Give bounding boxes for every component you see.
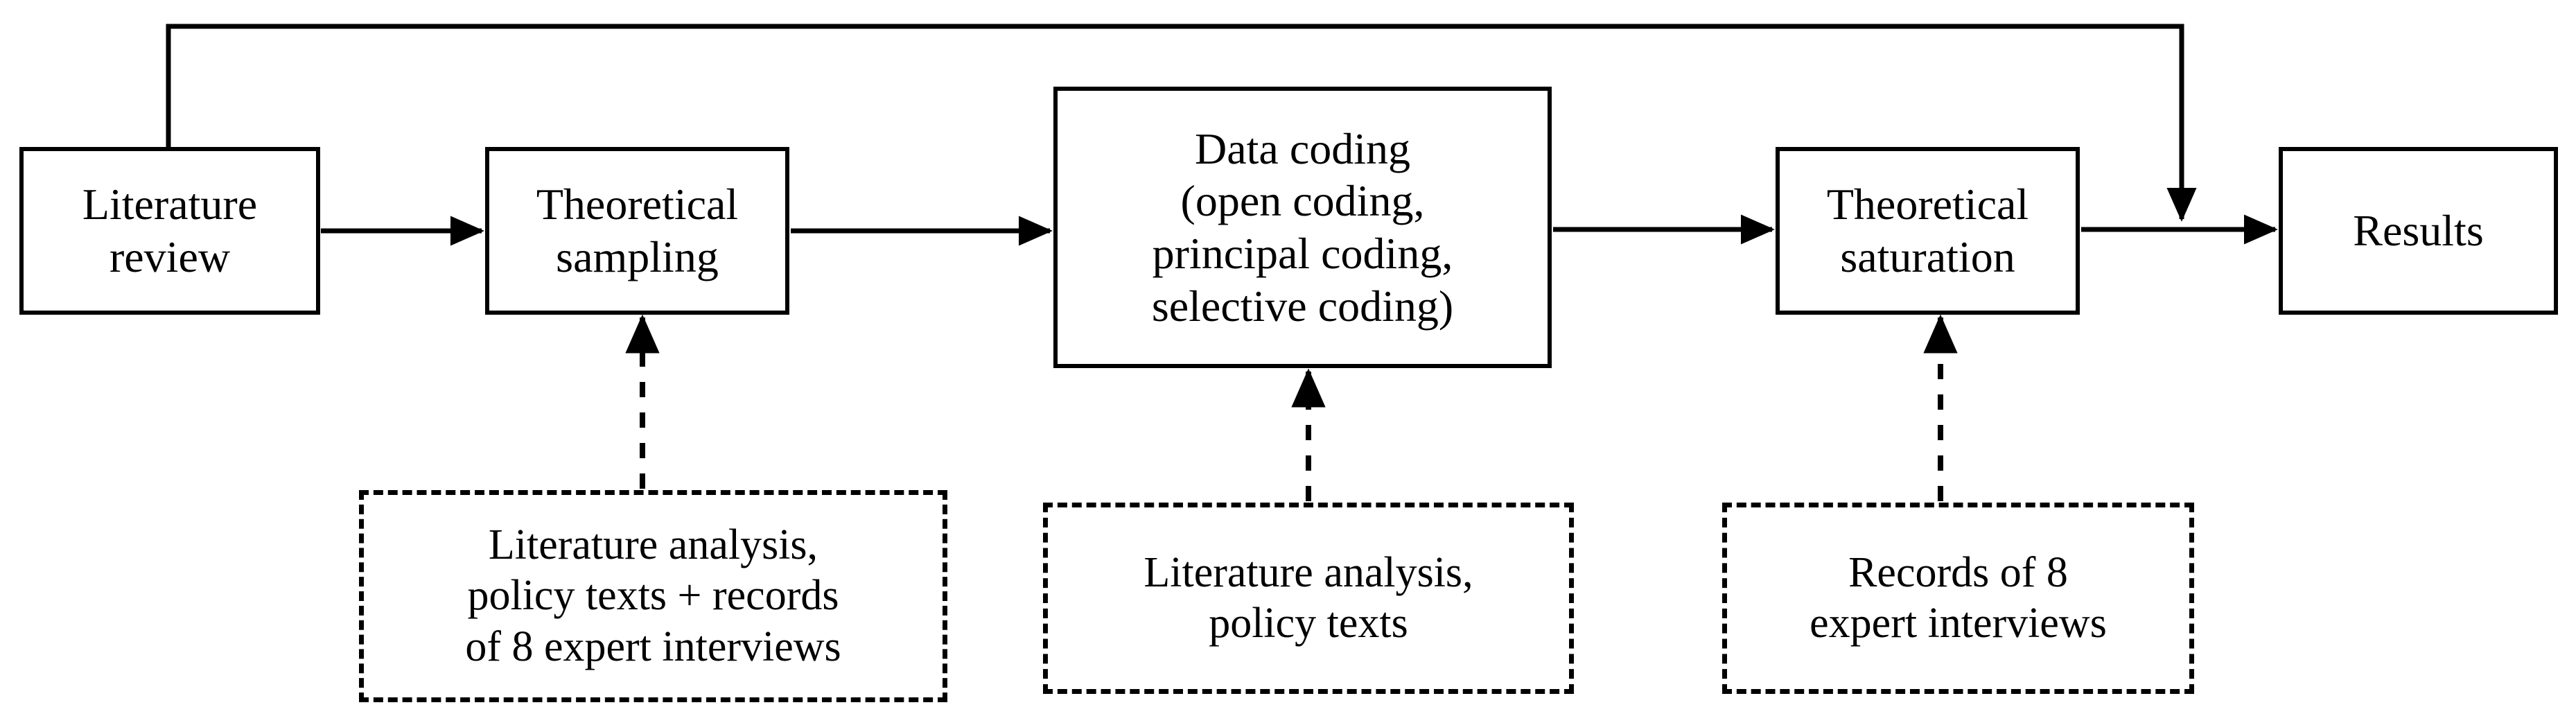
node-theoretical-sampling[interactable]: Theoretical sampling [485, 147, 789, 315]
node-theoretical-saturation-label: Theoretical saturation [1826, 180, 2029, 281]
node-sources-sampling-label: Literature analysis, policy texts + reco… [465, 521, 841, 670]
node-sources-saturation[interactable]: Records of 8 expert interviews [1722, 503, 2194, 694]
node-sources-coding-label: Literature analysis, policy texts [1144, 548, 1473, 647]
node-results[interactable]: Results [2279, 147, 2558, 315]
node-literature-review-label: Literature review [82, 180, 258, 281]
node-theoretical-saturation[interactable]: Theoretical saturation [1776, 147, 2080, 315]
node-results-label: Results [2353, 206, 2484, 256]
node-literature-review[interactable]: Literature review [19, 147, 320, 315]
node-data-coding[interactable]: Data coding (open coding, principal codi… [1053, 87, 1552, 368]
node-sources-saturation-label: Records of 8 expert interviews [1810, 548, 2107, 647]
node-sources-sampling[interactable]: Literature analysis, policy texts + reco… [359, 490, 947, 702]
node-sources-coding[interactable]: Literature analysis, policy texts [1043, 503, 1574, 694]
node-theoretical-sampling-label: Theoretical sampling [536, 180, 739, 281]
node-data-coding-label: Data coding (open coding, principal codi… [1151, 123, 1454, 331]
